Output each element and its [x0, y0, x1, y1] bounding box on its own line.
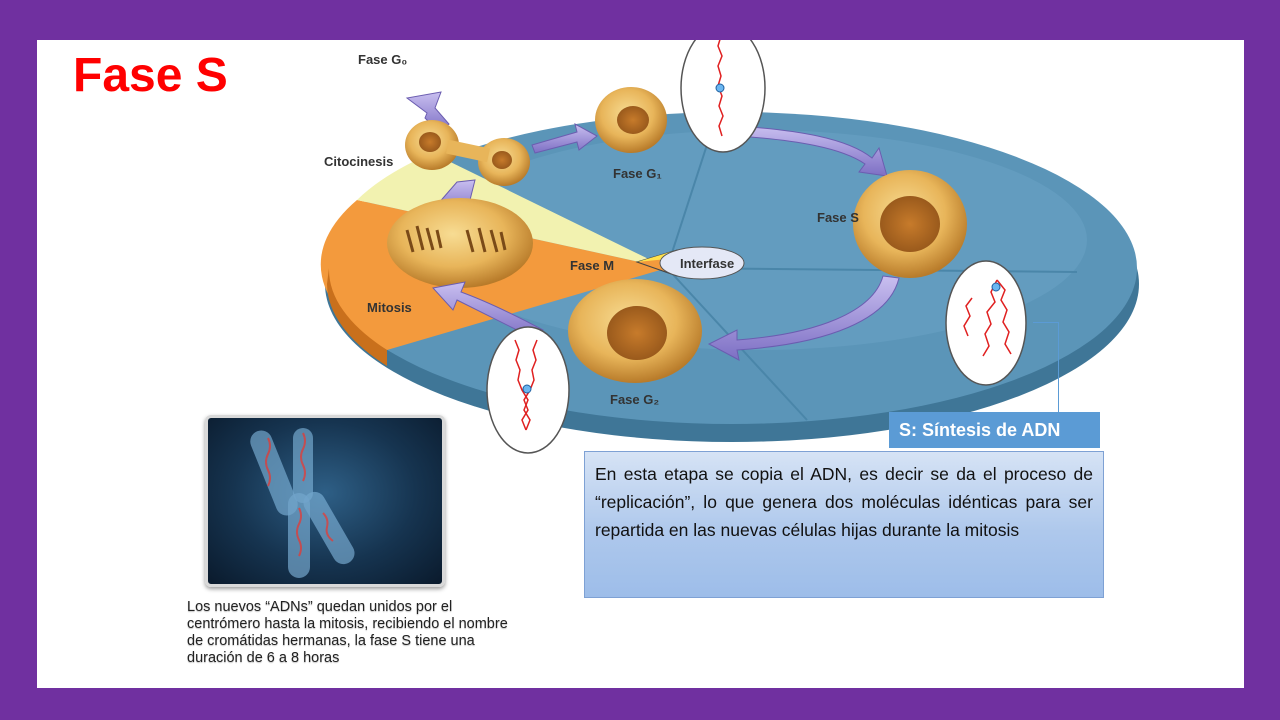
s-phase-cell: [853, 170, 967, 278]
s-chromosome-oval: [945, 260, 1027, 386]
chromosome-image: [205, 415, 445, 587]
citocinesis-label: Citocinesis: [324, 154, 393, 169]
interfase-oval: [659, 246, 745, 280]
g2-to-mitosis-arrow: [432, 281, 544, 341]
phase-m-label: Fase M: [570, 258, 614, 273]
chromosome-illustration: [250, 428, 355, 578]
cytokinesis-sector: [357, 153, 667, 268]
g2-cell: [568, 279, 702, 383]
g1-to-s-arrow: [736, 125, 888, 177]
cytokinesis-to-g1-arrow: [531, 123, 598, 154]
mitosis-cell: [387, 198, 533, 288]
g1-chromosome-oval: [680, 40, 766, 153]
slide-title: Fase S: [73, 49, 228, 102]
cell-cycle-diagram: Interfase Fase M Mitosis Citocinesis Fas…: [320, 40, 1139, 454]
mitosis-label: Mitosis: [367, 300, 412, 315]
phase-s-label: Fase S: [817, 210, 859, 225]
phase-g1-label: Fase G₁: [613, 166, 662, 181]
s-to-g2-arrow: [707, 275, 900, 361]
cytokinesis-cells: [405, 120, 530, 186]
mitosis-sector-edge: [327, 268, 387, 366]
s-phase-description: En esta etapa se copia el ADN, es decir …: [584, 451, 1104, 598]
interfase-label: Interfase: [680, 256, 734, 271]
callout-connector: [1058, 322, 1059, 412]
slide: Interfase Fase M Mitosis Citocinesis Fas…: [37, 40, 1244, 688]
phase-g0-label: Fase G₀: [358, 52, 407, 67]
s-phase-heading: S: Síntesis de ADN: [889, 412, 1100, 448]
callout-connector-horizontal: [1033, 322, 1058, 323]
chromatid-caption: Los nuevos “ADNs” quedan unidos por el c…: [187, 599, 508, 666]
phase-g2-label: Fase G₂: [610, 392, 659, 407]
g2-chromosome-oval: [486, 326, 570, 454]
g1-cell: [595, 87, 667, 153]
